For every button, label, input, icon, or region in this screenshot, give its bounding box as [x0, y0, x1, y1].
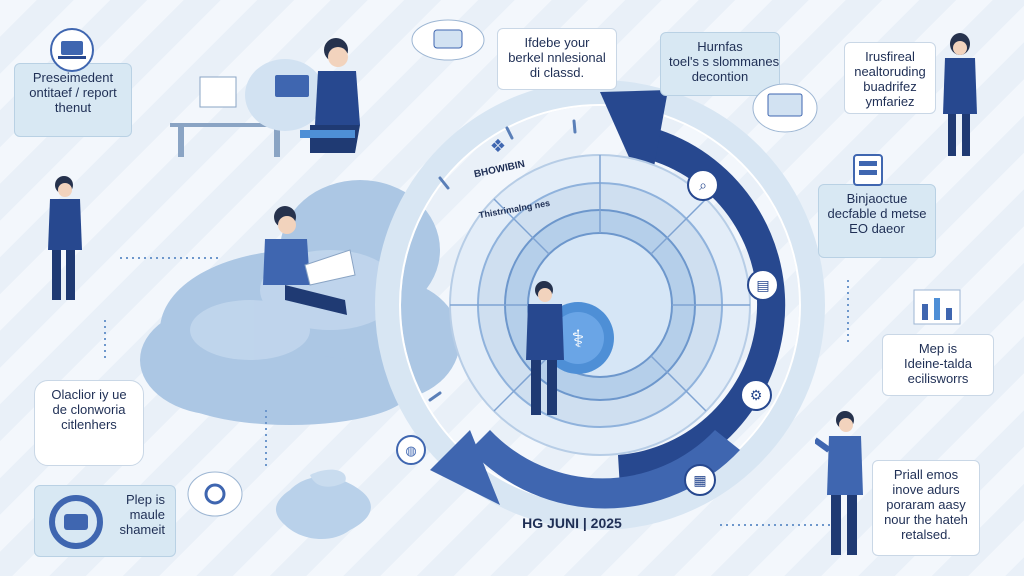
- callout-mid-right: Binjaoctue decfable d metse EO daeor: [818, 184, 936, 258]
- svg-text:▦: ▦: [693, 473, 706, 489]
- laptop-icon: [50, 28, 94, 72]
- cycle-arrow-bottom: [470, 430, 740, 509]
- callout-top-right-center: Hurnfas toel's s slommanes decontion: [660, 32, 780, 96]
- svg-text:⌕: ⌕: [699, 178, 707, 194]
- top-icon-bird: ❖: [490, 136, 506, 157]
- arc-icon-grid: ▦: [684, 464, 716, 496]
- callout-top-left: Preseimedent ontitaef / report thenut: [14, 63, 132, 137]
- cloud-device-icon: [411, 19, 485, 61]
- ring-top-label: BHOWIBIN: [473, 159, 526, 181]
- person-standing-left: [48, 176, 82, 300]
- ring-bottom-label: HG JUNI | 2025: [522, 515, 622, 531]
- monitor-cloud-icon: [752, 83, 818, 133]
- callout-top-center: Ifdebe your berkel nnlesional di classd.: [497, 28, 617, 90]
- gear-cloud-icon: [187, 471, 243, 517]
- svg-text:❖: ❖: [490, 136, 506, 157]
- arc-icon-document: ▤: [747, 269, 779, 301]
- person-desk: [170, 38, 360, 157]
- person-center: [526, 281, 564, 415]
- cycle-mini-icon: [49, 495, 103, 549]
- center-symbol: ⚕: [572, 325, 585, 353]
- callout-bottom-left: Plep is maule shameit: [34, 485, 176, 557]
- person-on-cloud: [263, 206, 356, 315]
- svg-text:◍: ◍: [405, 444, 416, 459]
- outer-ring: [375, 80, 825, 530]
- svg-text:⚙: ⚙: [750, 388, 763, 404]
- person-standing-top-right: [943, 33, 977, 156]
- callout-bottom-right: Priall emos inove adurs poraram aasy nou…: [872, 460, 980, 556]
- arc-icon-binoculars: ⌕: [687, 169, 719, 201]
- callout-right-middle: Mep is Ideine-talda ecilisworrs: [882, 334, 994, 396]
- callout-top-right: Irusfireal nealtoruding buadrifez ymfari…: [844, 42, 936, 114]
- arc-icon-globe: ◍: [396, 435, 426, 465]
- map-shape: [275, 476, 371, 540]
- server-icon: [853, 154, 883, 186]
- arc-icon-gear: ⚙: [740, 379, 772, 411]
- svg-text:▤: ▤: [756, 278, 769, 294]
- callout-left-bottom: Olaclior iy ue de clonworia citlenhers: [34, 380, 144, 466]
- chart-board-icon: [913, 289, 961, 325]
- person-bottom-right: [815, 411, 863, 555]
